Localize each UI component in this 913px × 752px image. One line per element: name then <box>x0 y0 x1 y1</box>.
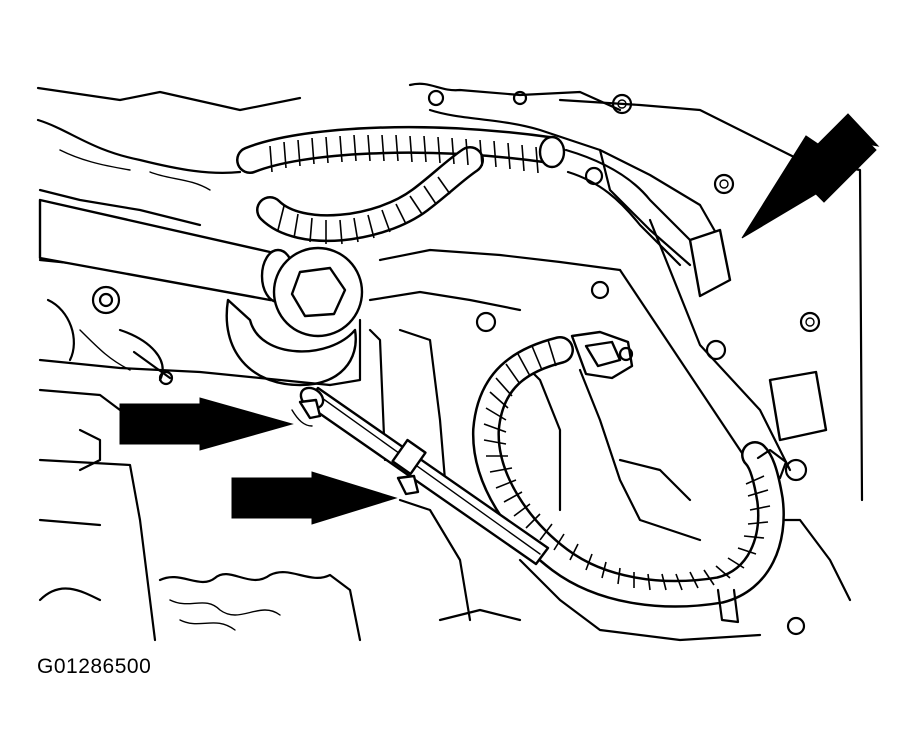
lower-wire-harness <box>471 330 788 624</box>
figure-id-label: G01286500 <box>37 655 152 678</box>
engine-block-outlines <box>36 82 864 642</box>
hose-with-clamps <box>291 386 550 566</box>
upper-wire-harness <box>236 125 692 267</box>
callout-arrows <box>119 113 880 525</box>
